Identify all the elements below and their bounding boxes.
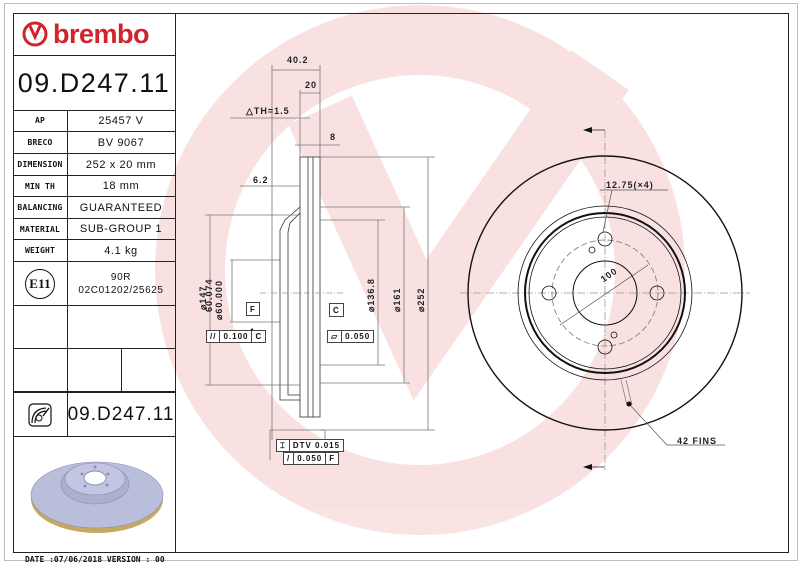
- runout-tolerance: / 0.050 F: [283, 452, 340, 465]
- dim-bore-max: 60.074: [204, 278, 214, 312]
- dtv-tolerance: ⌶ DTV 0.015: [276, 439, 345, 452]
- dim-bore-min: ⌀60.000: [214, 280, 224, 320]
- dim-hat-offset: 6.2: [253, 175, 269, 185]
- tolerance-datum: F: [329, 454, 336, 463]
- tolerance-value: DTV 0.015: [292, 441, 341, 450]
- tolerance-value: 0.050: [294, 453, 327, 464]
- dim-inner-friction: ⌀136.8: [366, 278, 376, 312]
- disc-3d-render: [27, 451, 167, 541]
- approval-line1: 90R: [110, 271, 132, 283]
- spec-label: MIN TH: [13, 176, 68, 196]
- footer-part-number: 09.D247.11: [67, 403, 175, 425]
- spec-row-material: MATERIAL SUB-GROUP 1: [13, 219, 175, 240]
- parallelism-tolerance: // 0.100 C: [206, 330, 267, 343]
- spec-row-min-th: MIN TH 18 mm: [13, 176, 175, 197]
- disc-render-icon: [30, 461, 164, 533]
- drawing-frame: [13, 13, 789, 553]
- spec-row-ap: AP 25457 V: [13, 110, 175, 132]
- spec-label: DIMENSION: [13, 154, 68, 175]
- spec-value: 4.1 kg: [104, 244, 138, 257]
- approval-line2: 02C01202/25625: [78, 284, 164, 296]
- spec-label: WEIGHT: [13, 240, 68, 261]
- runout-icon: /: [284, 453, 295, 464]
- spec-label: BALANCING: [13, 197, 68, 218]
- spec-label: MATERIAL: [13, 219, 68, 239]
- dim-thickness: 20: [305, 80, 318, 90]
- dim-vent-width: 8: [330, 132, 337, 142]
- spec-value: SUB-GROUP 1: [79, 223, 163, 235]
- brembo-logo-icon: [22, 21, 48, 47]
- fins-label: 42 FINS: [677, 436, 718, 446]
- footer-part-row: 09.D247.11: [13, 393, 175, 437]
- datum-f: F: [246, 302, 260, 316]
- parallel-icon: //: [207, 331, 221, 342]
- dim-outer-dia: ⌀252: [416, 287, 426, 312]
- flatness-icon: ▱: [328, 331, 343, 342]
- blank-cell: [13, 306, 68, 348]
- blank-row: [13, 306, 175, 349]
- datum-c-label: C: [333, 305, 340, 315]
- spec-row-dimension: DIMENSION 252 x 20 mm: [13, 154, 175, 176]
- title-block: brembo 09.D247.11 AP 25457 V BRECO BV 90…: [13, 13, 176, 553]
- datum-c: C: [329, 303, 344, 317]
- tolerance-value: 0.050: [345, 332, 371, 341]
- blank-cell: [13, 349, 68, 391]
- flatness-tolerance: ▱ 0.050: [327, 330, 375, 343]
- dim-hat-dia: ⌀161: [392, 287, 402, 312]
- dtv-icon: ⌶: [277, 440, 290, 451]
- spec-row-breco: BRECO BV 9067: [13, 132, 175, 154]
- spec-label: AP: [13, 110, 68, 131]
- tolerance-value: 0.100: [220, 331, 253, 342]
- divider: [121, 349, 122, 391]
- dim-delta-th: △TH=1.5: [246, 106, 290, 116]
- spec-row-weight: WEIGHT 4.1 kg: [13, 240, 175, 262]
- approval-text: 90R 02C01202/25625: [67, 262, 175, 305]
- dim-overall-height: 40.2: [287, 55, 309, 65]
- spec-row-balancing: BALANCING GUARANTEED: [13, 197, 175, 219]
- datum-f-label: F: [250, 304, 256, 314]
- tolerance-datum: C: [255, 332, 263, 341]
- brake-disc-icon: [28, 402, 52, 427]
- approval-mark-cell: E11: [13, 262, 68, 305]
- bolt-hole-label: 12.75(×4): [606, 180, 654, 190]
- brand-name: brembo: [53, 18, 150, 49]
- date-version: DATE :07/06/2018 VERSION : 00: [25, 555, 165, 564]
- approval-row: E11 90R 02C01202/25625: [13, 262, 175, 306]
- brembo-watermark-icon: [155, 5, 685, 535]
- e-mark-icon: E11: [25, 268, 55, 299]
- brand-logo: brembo: [13, 13, 175, 56]
- part-number: 09.D247.11: [13, 56, 175, 111]
- spec-value: 25457 V: [98, 114, 144, 127]
- spec-value: 18 mm: [102, 180, 140, 192]
- blank-row-split: [13, 349, 175, 393]
- spec-value: BV 9067: [97, 136, 145, 149]
- spec-value: 252 x 20 mm: [85, 158, 157, 171]
- drawing-outer-border: [4, 3, 798, 561]
- spec-label: BRECO: [13, 132, 68, 153]
- spec-value: GUARANTEED: [79, 201, 163, 214]
- disc-icon-cell: [13, 393, 68, 436]
